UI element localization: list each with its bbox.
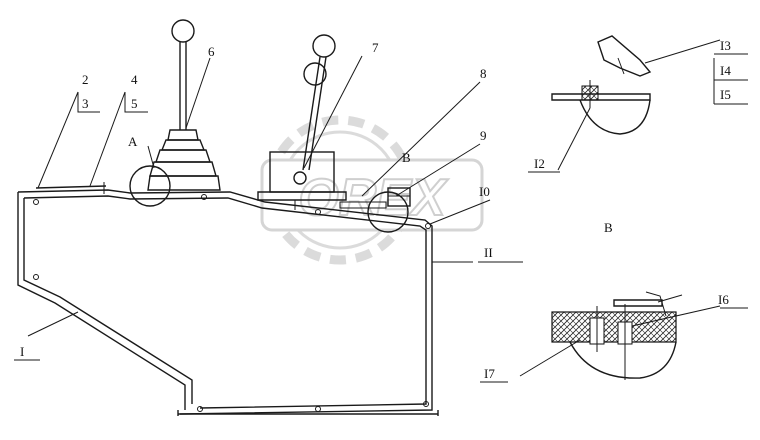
callout-3: 3 [82,96,89,111]
detail-lower [519,291,721,380]
view-label-a: A [128,134,138,149]
callouts: I 2 3 4 5 6 7 8 9 I0 II I2 I3 I4 I5 I6 I… [20,38,731,381]
callout-10: I0 [479,184,490,199]
callout-2: 2 [82,72,89,87]
callout-9: 9 [480,128,487,143]
view-label-b-detail: B [604,220,613,235]
detail-upper [551,35,721,171]
part-8-9 [339,187,411,233]
callout-13: I3 [720,38,731,53]
panel-body [17,182,439,416]
callout-14: I4 [720,63,731,78]
callout-6: 6 [208,44,215,59]
lever-7 [257,34,347,215]
callout-1: I [20,344,24,359]
lever-6 [129,19,221,207]
watermark-logo: OREX [260,115,484,265]
callout-5: 5 [131,96,138,111]
callout-8: 8 [480,66,487,81]
callout-4: 4 [131,72,138,87]
callout-12: I2 [534,156,545,171]
callout-17: I7 [484,366,495,381]
callout-15: I5 [720,87,731,102]
callout-16: I6 [718,292,729,307]
leader-lines [27,55,523,337]
callout-7: 7 [372,40,379,55]
callout-11: II [484,245,493,260]
callout-brackets [14,53,748,383]
view-label-b: B [402,150,411,165]
